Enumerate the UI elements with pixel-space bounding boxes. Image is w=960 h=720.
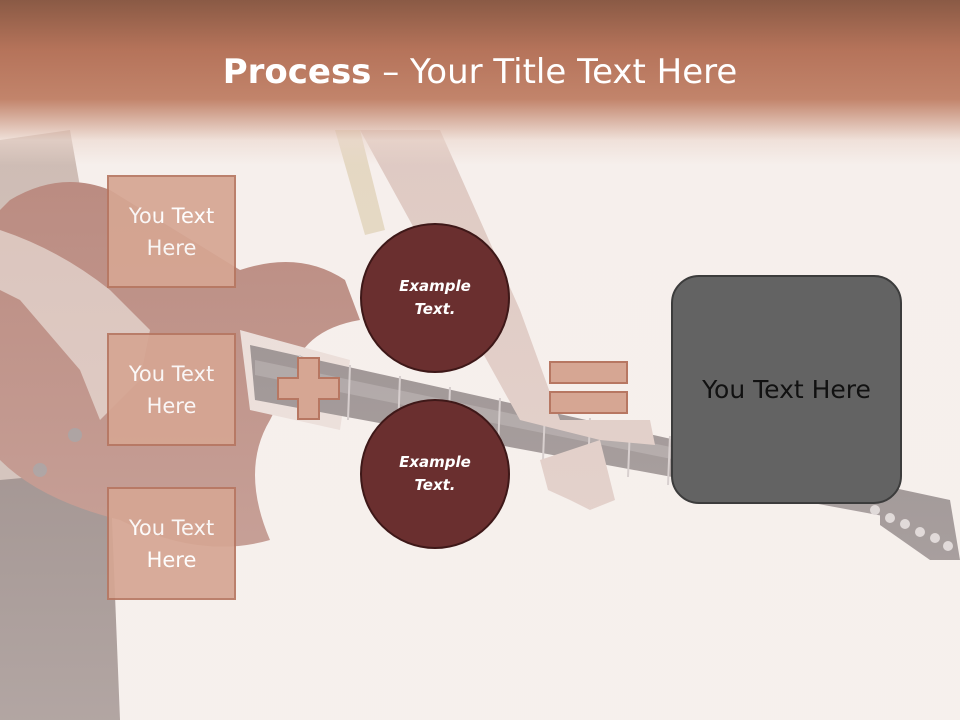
text-box-2[interactable]: You Text Here <box>107 333 236 446</box>
equals-icon <box>549 361 628 414</box>
example-circle-2[interactable]: Example Text. <box>360 399 510 549</box>
text-box-1[interactable]: You Text Here <box>107 175 236 288</box>
text-box-3[interactable]: You Text Here <box>107 487 236 600</box>
result-box[interactable]: You Text Here <box>671 275 902 504</box>
title-rest: – Your Title Text Here <box>371 52 738 92</box>
text-box-label: You Text Here <box>128 515 215 572</box>
title-bold: Process <box>222 52 372 92</box>
slide-title: Process – Your Title Text Here <box>0 52 960 92</box>
text-box-label: You Text Here <box>128 361 215 418</box>
circle-label: Example Text. <box>399 453 471 494</box>
circle-label: Example Text. <box>399 277 471 318</box>
result-label: You Text Here <box>702 375 871 404</box>
text-box-label: You Text Here <box>128 203 215 260</box>
title-banner <box>0 0 960 165</box>
example-circle-1[interactable]: Example Text. <box>360 223 510 373</box>
plus-icon <box>277 357 340 420</box>
